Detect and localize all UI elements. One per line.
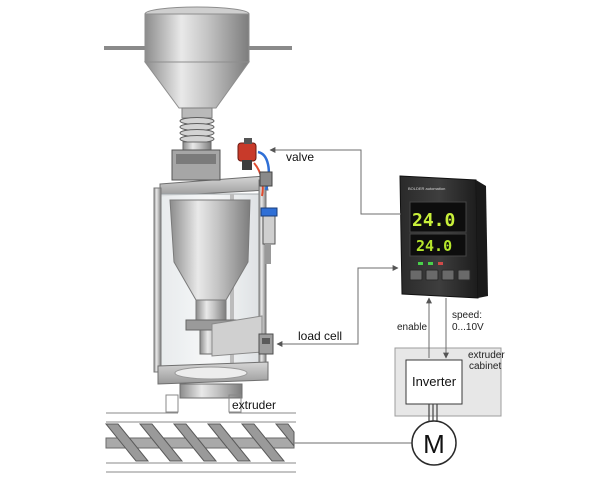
led-3 xyxy=(438,262,443,265)
hopper-cone xyxy=(144,61,250,109)
display-bottom xyxy=(409,233,467,257)
actuator-cylinder xyxy=(260,207,278,264)
extruder-cabinet: Inverter extruder cabinet xyxy=(394,347,505,417)
valve-assembly xyxy=(237,138,273,197)
load-cell-signal-line xyxy=(276,265,399,347)
controller-button-4[interactable] xyxy=(457,269,471,281)
valve-label: valve xyxy=(286,150,314,164)
speed-label-line1: speed: xyxy=(452,310,482,321)
display-top xyxy=(409,201,467,233)
controller-button-3[interactable] xyxy=(441,269,455,281)
speed-label-line2: 0...10V xyxy=(452,322,484,333)
inverter-box xyxy=(405,359,463,405)
controller-button-2[interactable] xyxy=(425,269,439,281)
motor-symbol: M xyxy=(423,429,445,459)
supply-hopper xyxy=(104,6,292,119)
load-cell-block xyxy=(258,333,274,355)
valve-signal-line xyxy=(269,147,401,215)
motor: M xyxy=(411,420,457,466)
load-cell-label: load cell xyxy=(298,329,342,343)
controller-unit: BOLDER automation 24.0 24.0 xyxy=(399,175,488,299)
extruder-label: extruder xyxy=(232,398,276,412)
led-1 xyxy=(418,262,423,265)
display-bottom-value: 24.0 xyxy=(416,237,452,255)
enable-label: enable xyxy=(397,322,427,333)
led-2 xyxy=(428,262,433,265)
feeder-frame xyxy=(153,149,269,399)
inverter-label: Inverter xyxy=(412,374,457,389)
controller-button-1[interactable] xyxy=(409,269,423,281)
cabinet-label-line1: extruder xyxy=(468,350,505,361)
extruder xyxy=(104,394,412,473)
display-top-value: 24.0 xyxy=(412,210,455,231)
screw-flights xyxy=(104,423,295,462)
hopper-neck xyxy=(181,107,213,119)
hopper-body xyxy=(144,13,250,63)
controller-brand: BOLDER automation xyxy=(408,186,445,191)
cabinet-label-line2: cabinet xyxy=(469,361,501,372)
